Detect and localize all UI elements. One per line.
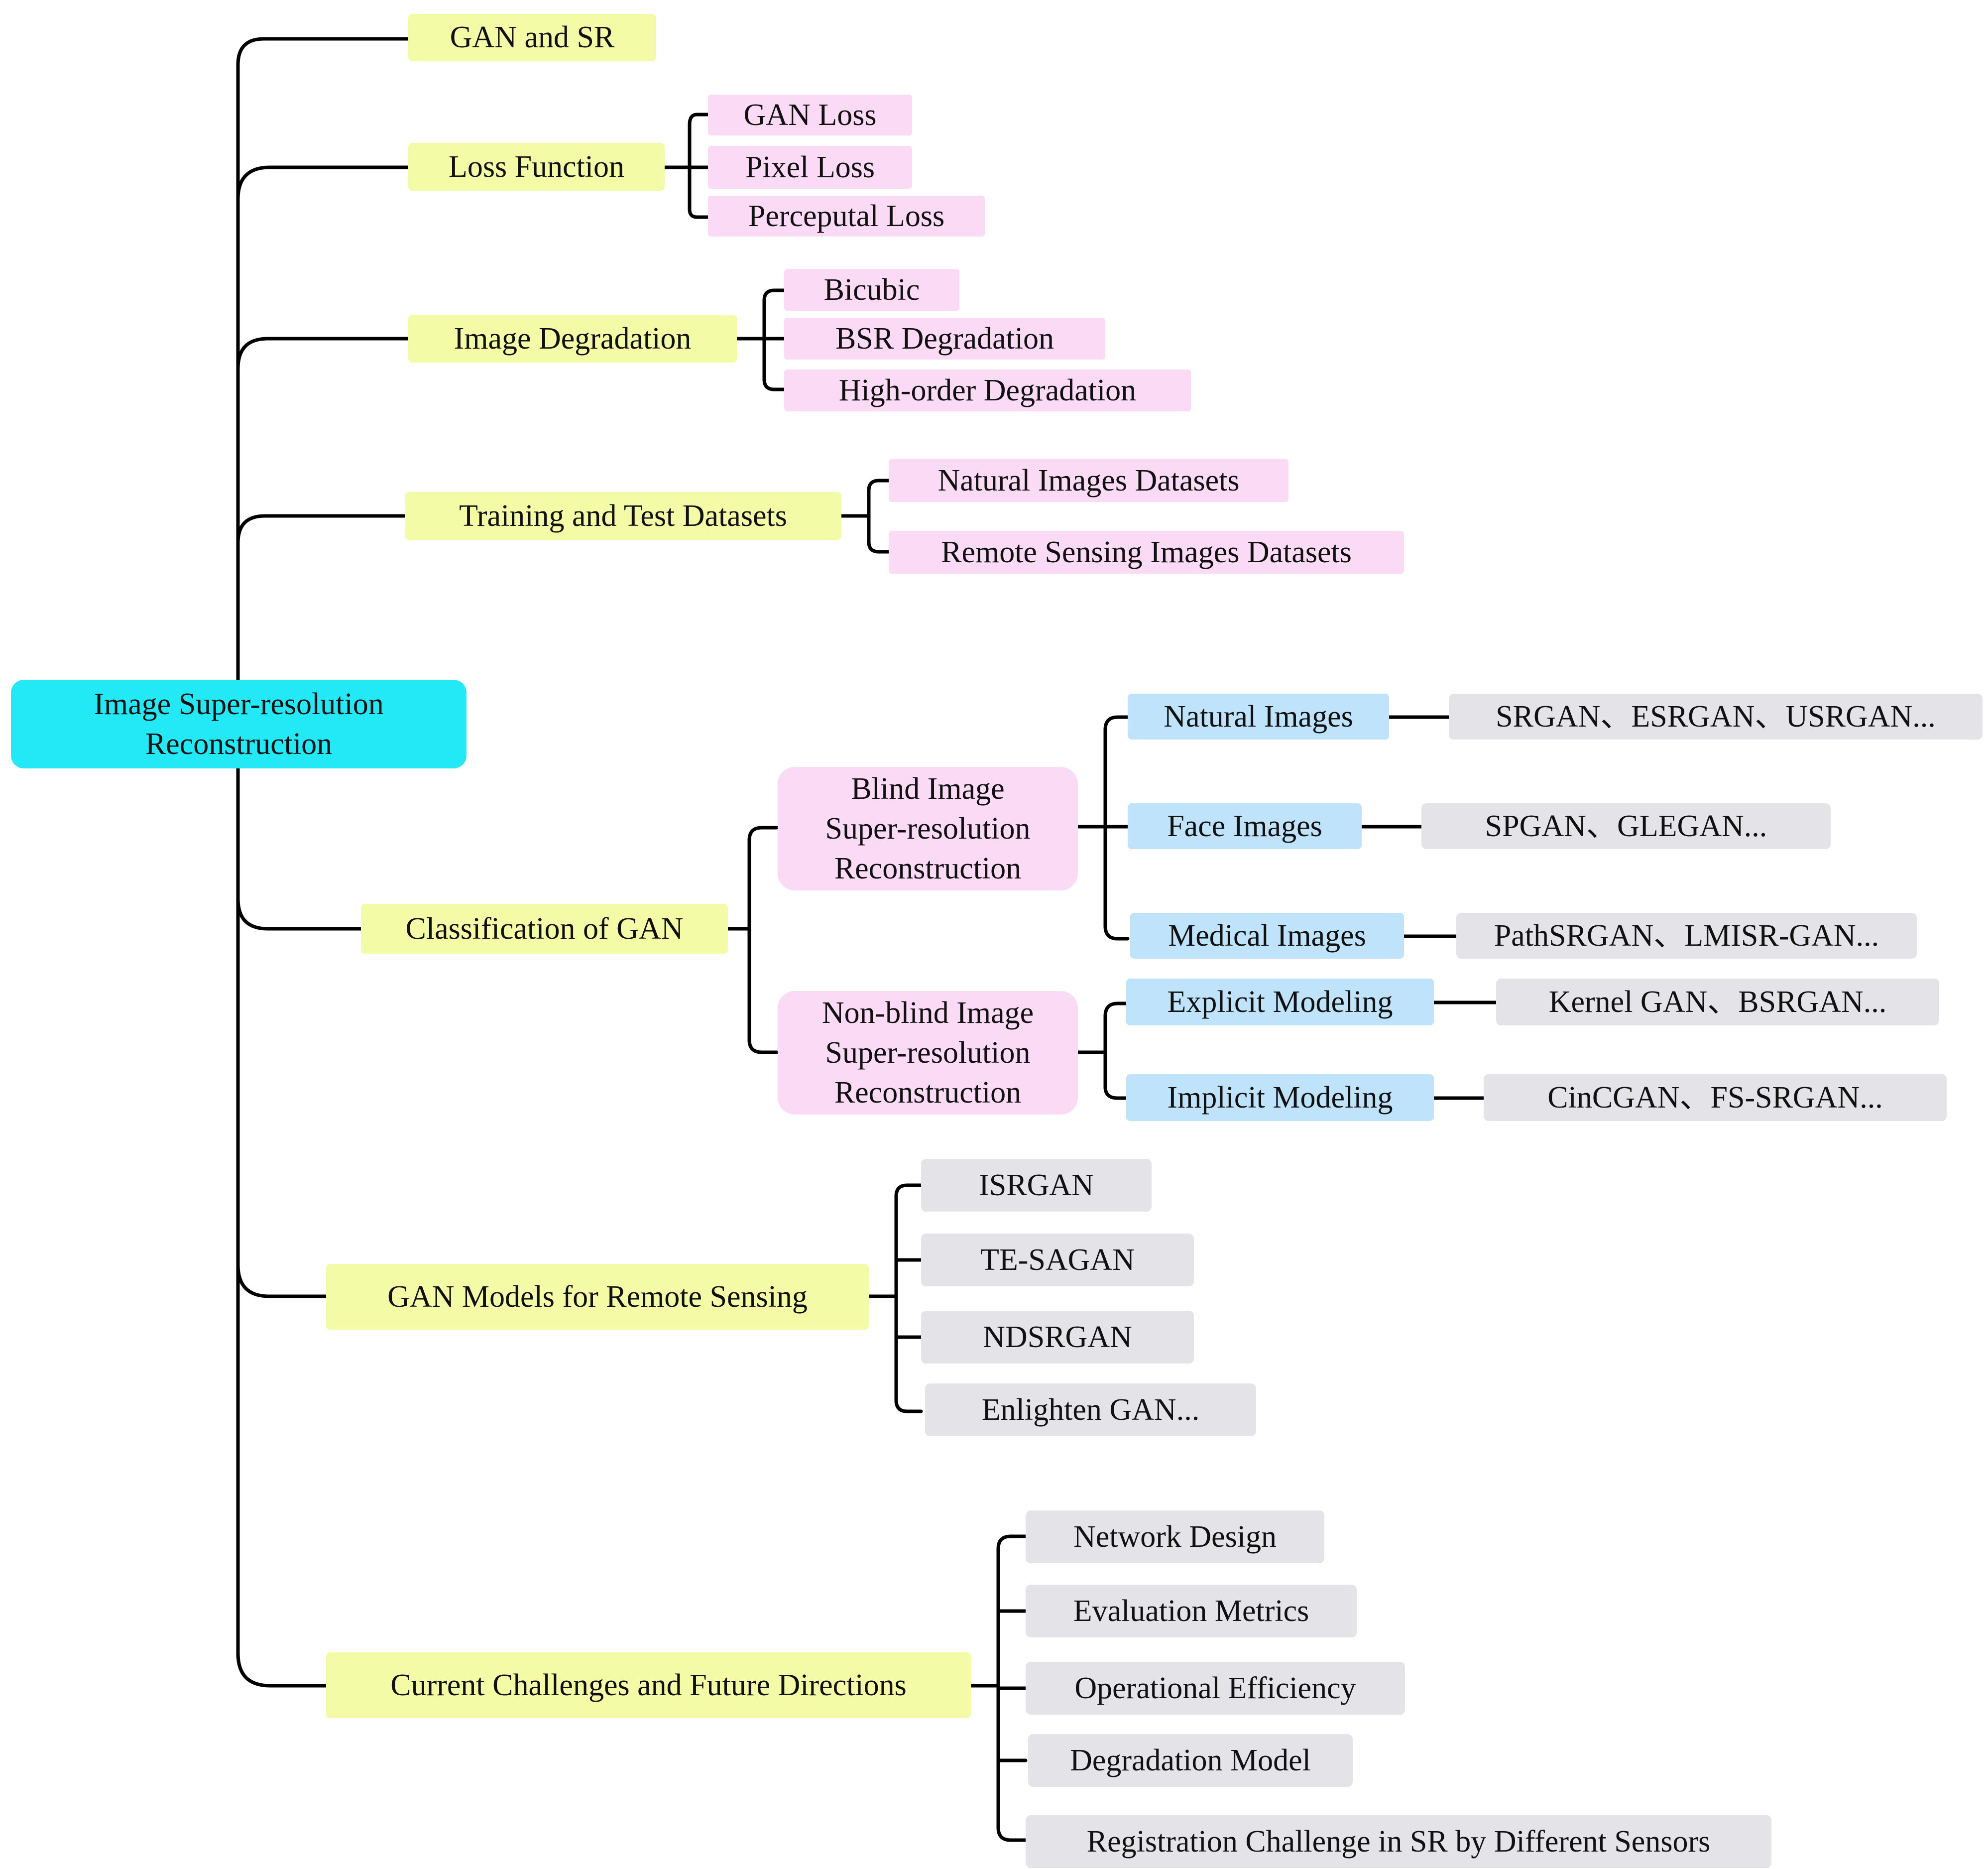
bracket-blind (1076, 715, 1130, 941)
item-perceptual-loss: Perceputal Loss (708, 196, 985, 237)
item-registration-challenge: Registration Challenge in SR by Differen… (1026, 1815, 1771, 1868)
examples-medical-images: PathSRGAN、LMISR-GAN... (1456, 913, 1917, 959)
item-enlighten-gan: Enlighten GAN... (925, 1383, 1256, 1436)
link-challenges (236, 1651, 328, 1688)
node-explicit-modeling: Explicit Modeling (1126, 979, 1434, 1025)
node-medical-images: Medical Images (1130, 913, 1404, 959)
bracket-degradation (735, 288, 786, 391)
node-natural-images: Natural Images (1128, 694, 1389, 740)
link-degradation (236, 337, 413, 371)
item-isrgan: ISRGAN (921, 1159, 1152, 1212)
node-current-challenges: Current Challenges and Future Directions (326, 1652, 971, 1718)
node-loss-function: Loss Function (408, 143, 665, 191)
item-operational-efficiency: Operational Efficiency (1026, 1662, 1405, 1715)
root-node: Image Super-resolution Reconstruction (11, 680, 467, 768)
link-datasets (236, 514, 408, 545)
examples-natural-images: SRGAN、ESRGAN、USRGAN... (1449, 694, 1983, 740)
examples-face-images: SPGAN、GLEGAN... (1421, 803, 1831, 849)
item-evaluation-metrics: Evaluation Metrics (1026, 1585, 1357, 1637)
node-nonblind-sr: Non-blind Image Super-resolution Reconst… (778, 991, 1078, 1115)
bracket-remote (867, 1183, 923, 1413)
node-image-degradation: Image Degradation (408, 315, 737, 363)
examples-implicit-modeling: CinCGAN、FS-SRGAN... (1484, 1074, 1947, 1121)
item-te-sagan: TE-SAGAN (921, 1234, 1194, 1286)
examples-explicit-modeling: Kernel GAN、BSRGAN... (1496, 979, 1939, 1025)
link-classification (236, 897, 364, 931)
bracket-loss (663, 113, 711, 219)
item-gan-loss: GAN Loss (708, 95, 912, 135)
bracket-classification (726, 826, 779, 1054)
node-implicit-modeling: Implicit Modeling (1126, 1074, 1434, 1121)
node-gan-remote-sensing: GAN Models for Remote Sensing (326, 1264, 869, 1330)
item-ndsrgan: NDSRGAN (921, 1311, 1194, 1364)
item-network-design: Network Design (1026, 1510, 1324, 1563)
bracket-nonblind (1076, 1001, 1130, 1100)
node-classification-of-gan: Classification of GAN (361, 904, 728, 954)
bracket-datasets (839, 479, 891, 554)
node-training-test-datasets: Training and Test Datasets (405, 492, 841, 540)
bracket-challenges (969, 1534, 1028, 1842)
link-remote (236, 1263, 328, 1298)
link-gan-sr (236, 37, 413, 682)
item-bsr-degradation: BSR Degradation (784, 318, 1105, 360)
node-face-images: Face Images (1128, 803, 1362, 849)
item-natural-images-datasets: Natural Images Datasets (889, 459, 1288, 502)
item-remote-sensing-datasets: Remote Sensing Images Datasets (889, 531, 1404, 574)
link-loss (236, 165, 413, 201)
item-high-order-degradation: High-order Degradation (784, 370, 1191, 411)
item-pixel-loss: Pixel Loss (708, 146, 912, 189)
item-degradation-model: Degradation Model (1028, 1734, 1353, 1787)
node-gan-and-sr: GAN and SR (408, 14, 656, 61)
item-bicubic: Bicubic (784, 269, 959, 311)
node-blind-sr: Blind Image Super-resolution Reconstruct… (778, 767, 1078, 890)
